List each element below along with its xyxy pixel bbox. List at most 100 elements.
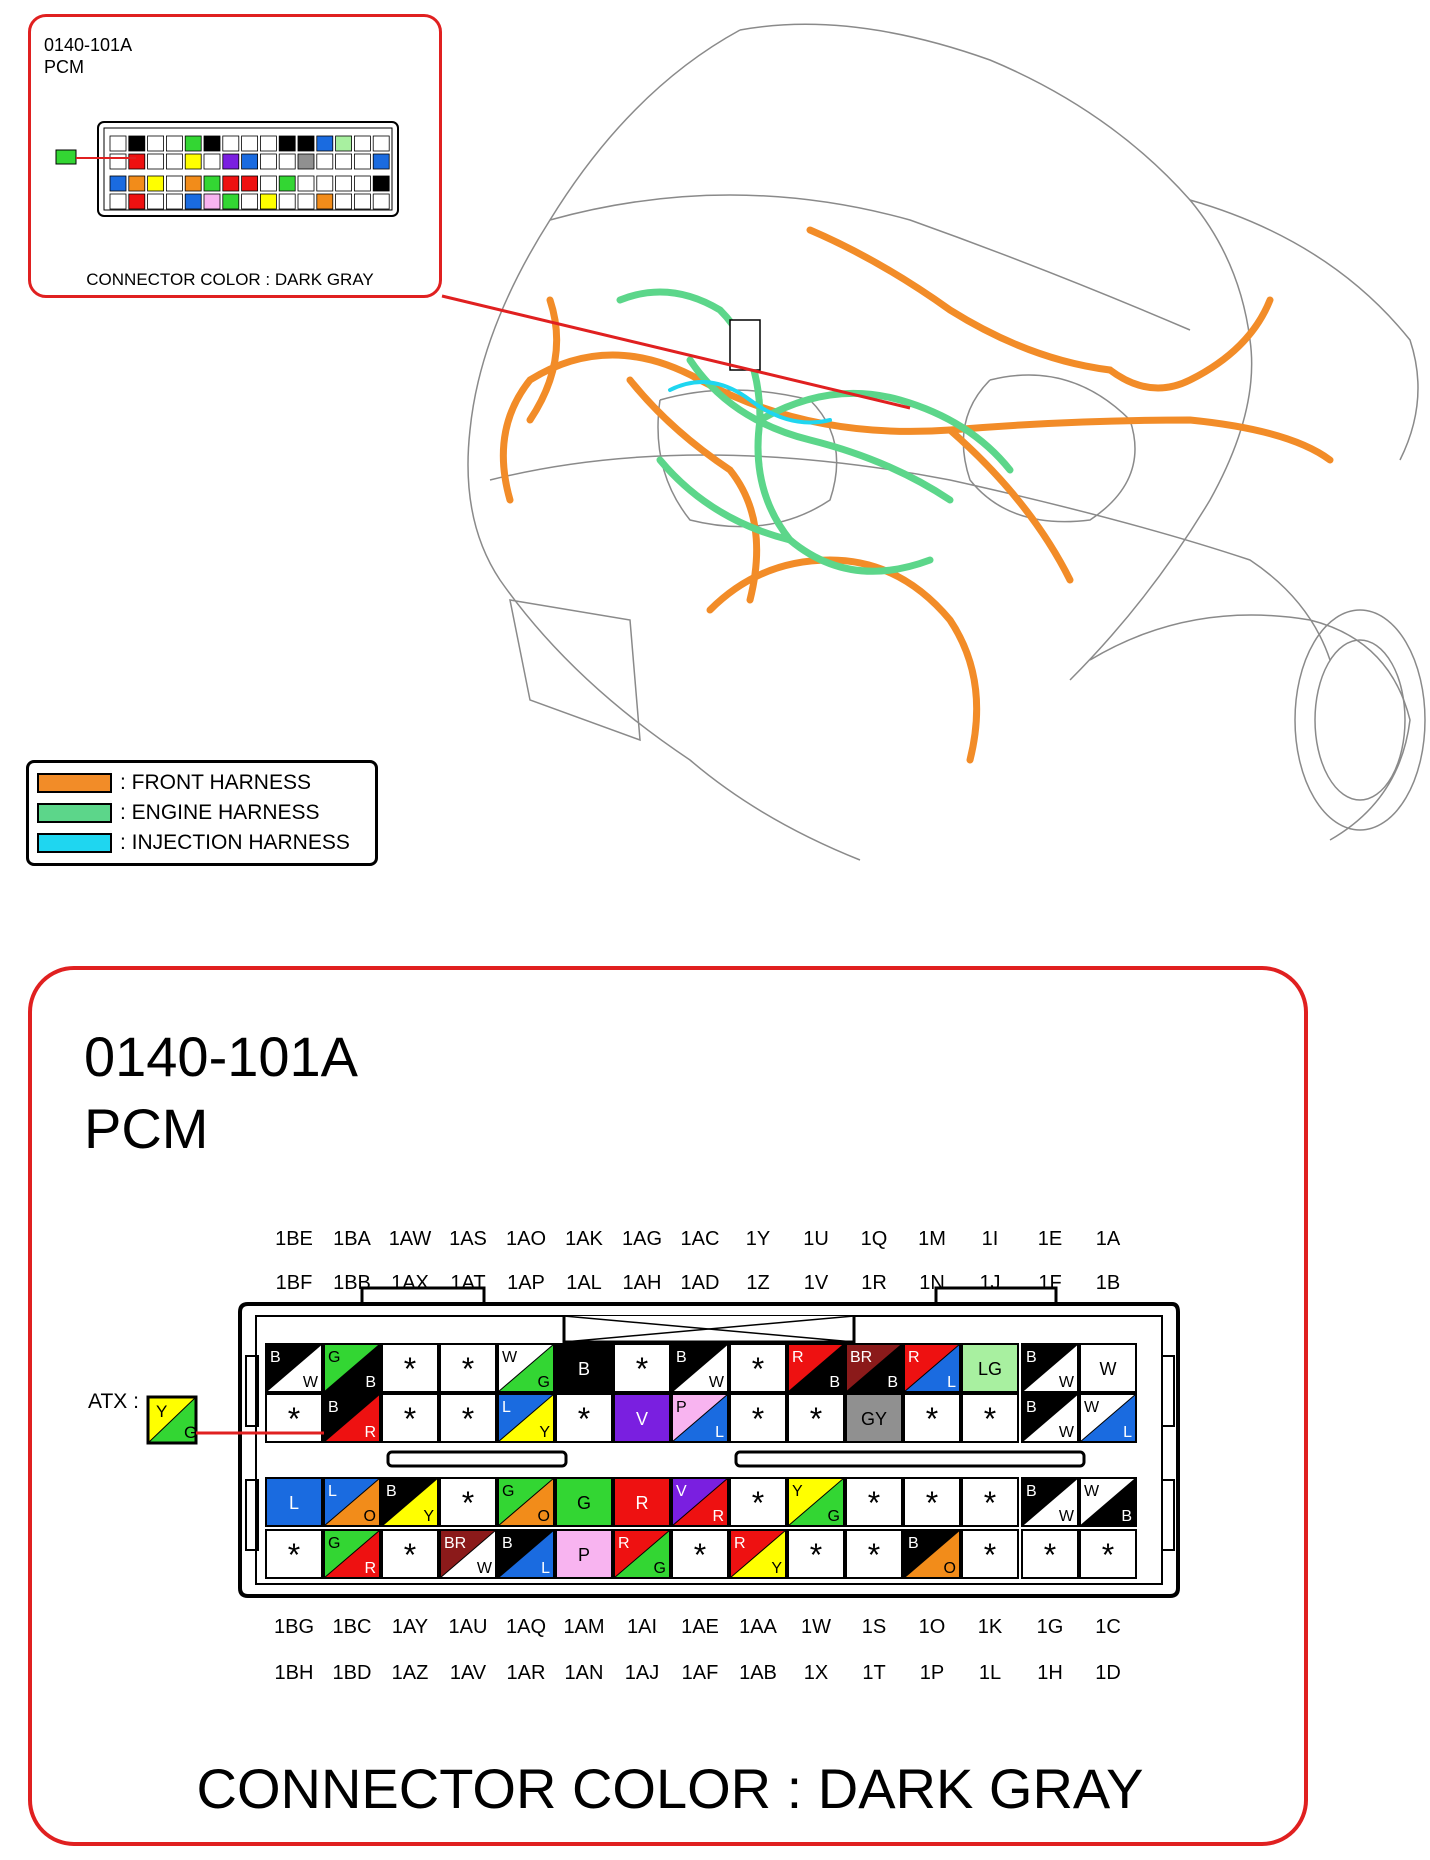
pin-wire-color-primary: B: [1026, 1399, 1037, 1416]
pin-wire-color: P: [578, 1545, 590, 1565]
pin-cell: GB: [323, 1343, 381, 1393]
thumbnail-pin-cell: [259, 153, 277, 170]
pin-wire-color: *: [578, 1401, 590, 1437]
pin-wire-color-stripe: Y: [539, 1424, 550, 1441]
thumbnail-pin-cell: [222, 153, 240, 170]
pin-cell: BW: [265, 1343, 323, 1393]
pin-wire-color-stripe: W: [303, 1374, 319, 1391]
pin-wire-color-primary: R: [792, 1349, 804, 1366]
thumbnail-pin-cell: [297, 193, 315, 210]
thumbnail-pin-cell: [147, 135, 164, 152]
thumbnail-pin-cell: [241, 153, 259, 170]
pin-cell: VR: [671, 1477, 729, 1527]
pin-number-label: 1AU: [448, 1616, 488, 1638]
thumbnail-pin-cell: [166, 193, 183, 210]
pin-number-label: 1AY: [391, 1616, 429, 1638]
pin-wire-color: *: [984, 1485, 996, 1521]
thumbnail-pin-cell: [203, 175, 221, 192]
thumbnail-pin-cell: [372, 175, 390, 192]
pin-number-label: 1Y: [745, 1228, 771, 1250]
thumbnail-pin-cell: [166, 175, 183, 192]
pin-wire-color-stripe: O: [538, 1508, 550, 1525]
pin-wire-color: *: [752, 1351, 764, 1387]
pin-cell: RL: [903, 1343, 961, 1393]
pin-cell: *: [439, 1393, 497, 1443]
pin-number-label: 1AO: [505, 1228, 547, 1250]
pin-number-label: 1Z: [746, 1272, 770, 1294]
pin-number-label: 1BC: [332, 1616, 372, 1638]
pin-cell: WB: [1079, 1477, 1137, 1527]
thumbnail-pin-cell: [297, 135, 315, 152]
pin-wire-color-primary: W: [502, 1349, 518, 1366]
pin-cell: P: [555, 1529, 613, 1579]
pin-wire-color: *: [462, 1485, 474, 1521]
atx-pin: Y G: [146, 1395, 324, 1445]
pin-cell: *: [729, 1343, 787, 1393]
pin-cell: *: [787, 1529, 845, 1579]
pin-wire-color-primary: BR: [850, 1349, 872, 1366]
thumbnail-cells: [109, 135, 390, 210]
thumbnail-pin-cell: [372, 135, 390, 152]
thumbnail-pin-cell: [353, 193, 371, 210]
atx-pin-color-b: G: [184, 1423, 197, 1442]
thumbnail-pin-cell: [316, 153, 334, 170]
thumbnail-pin-cell: [372, 193, 390, 210]
pin-cell: WG: [497, 1343, 555, 1393]
thumbnail-pin-cell: [278, 175, 296, 192]
pin-number-label: 1AA: [739, 1616, 777, 1638]
pin-cell: W: [1079, 1343, 1137, 1393]
pin-number-label: 1H: [1037, 1662, 1063, 1684]
thumbnail-pin-cell: [166, 135, 183, 152]
pin-wire-color-stripe: O: [364, 1508, 376, 1525]
thumbnail-pin-cell: [166, 153, 183, 170]
thumbnail-pin-cell: [353, 175, 371, 192]
thumbnail-pin-cell: [241, 135, 259, 152]
pin-cell: *: [961, 1393, 1019, 1443]
pin-number-label: 1BF: [275, 1272, 313, 1294]
thumbnail-pin-cell: [278, 193, 296, 210]
pin-cell: *: [439, 1343, 497, 1393]
pin-wire-color-primary: Y: [792, 1483, 803, 1500]
front-harness-route: [499, 226, 1334, 764]
pin-number-label: 1AR: [506, 1662, 546, 1684]
pin-wire-color-stripe: O: [944, 1560, 956, 1577]
legend-item-engine-harness: : ENGINE HARNESS: [37, 801, 320, 825]
pin-cell: BW: [671, 1343, 729, 1393]
pin-wire-color: *: [404, 1401, 416, 1437]
pin-wire-color-stripe: L: [715, 1424, 724, 1441]
pin-wire-color: *: [752, 1485, 764, 1521]
pin-number-label: 1P: [919, 1662, 945, 1684]
pin-wire-color: *: [868, 1537, 880, 1573]
thumbnail-pin-cell: [259, 193, 277, 210]
pin-number-label: 1AV: [449, 1662, 487, 1684]
pin-wire-color-stripe: R: [712, 1508, 724, 1525]
pin-wire-color: W: [1100, 1359, 1117, 1379]
pin-wire-color-primary: B: [1026, 1483, 1037, 1500]
connector-color-note-small: CONNECTOR COLOR : DARK GRAY: [86, 270, 374, 289]
pin-number-label: 1L: [978, 1662, 1002, 1684]
pin-number-label: 1K: [977, 1616, 1003, 1638]
pin-number-label: 1E: [1037, 1228, 1063, 1250]
pin-wire-color-stripe: W: [1059, 1374, 1075, 1391]
pin-cell: GO: [497, 1477, 555, 1527]
pin-wire-color-primary: W: [1084, 1399, 1100, 1416]
pin-wire-color: *: [1102, 1537, 1114, 1573]
pin-wire-color-primary: G: [328, 1349, 340, 1366]
connector-code-small: 0140-101A: [44, 35, 133, 55]
pin-cell: BRB: [845, 1343, 903, 1393]
callout-leader-line: [441, 294, 911, 410]
pin-cell: *: [439, 1477, 497, 1527]
pin-wire-color-primary: B: [386, 1483, 397, 1500]
pin-wire-color-primary: V: [676, 1483, 687, 1500]
pin-cell: *: [903, 1393, 961, 1443]
pin-wire-color: *: [636, 1351, 648, 1387]
thumbnail-pin-cell: [128, 175, 146, 192]
pin-wire-color-primary: R: [734, 1535, 746, 1552]
pin-wire-color-primary: B: [676, 1349, 687, 1366]
pin-wire-color-stripe: L: [947, 1374, 956, 1391]
pin-cell: *: [613, 1343, 671, 1393]
pin-wire-color-stripe: Y: [771, 1560, 782, 1577]
pin-number-label: 1AB: [739, 1662, 777, 1684]
thumbnail-pin-cell: [241, 175, 259, 192]
pin-cell: *: [265, 1529, 323, 1579]
